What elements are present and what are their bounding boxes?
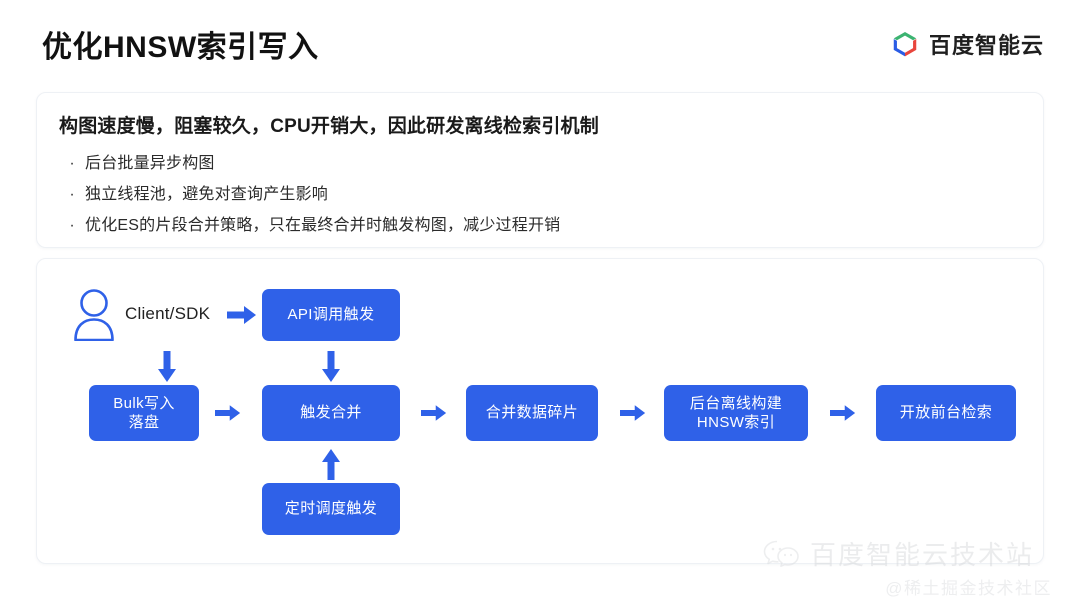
- list-item: · 独立线程池，避免对查询产生影响: [59, 179, 1009, 210]
- flow-diagram-card: Client/SDK API调用触发 Bulk写入 落盘 触发合并 合并数据碎片: [36, 258, 1044, 564]
- arrow-right-icon: [215, 404, 241, 422]
- flow-node-merge-shards[interactable]: 合并数据碎片: [466, 385, 598, 441]
- flow-node-bulk-write[interactable]: Bulk写入 落盘: [89, 385, 199, 441]
- person-icon: [71, 287, 117, 342]
- list-item: · 后台批量异步构图: [59, 148, 1009, 179]
- baidu-cloud-hexagon-icon: [890, 29, 920, 59]
- list-item-label: 独立线程池，避免对查询产生影响: [85, 186, 329, 203]
- brand-lockup: 百度智能云: [890, 28, 1044, 60]
- flow-node-trigger-merge[interactable]: 触发合并: [262, 385, 400, 441]
- flow-node-open-search[interactable]: 开放前台检索: [876, 385, 1016, 441]
- arrow-right-icon: [227, 305, 257, 325]
- arrow-down-icon: [321, 351, 341, 383]
- bullet-marker-icon: ·: [69, 217, 75, 234]
- brand-name: 百度智能云: [928, 33, 1044, 58]
- page-title: 优化HNSW索引写入: [42, 31, 319, 64]
- page-header: 优化HNSW索引写入 百度智能云: [0, 0, 1080, 88]
- arrow-right-icon: [620, 404, 646, 422]
- flow-node-scheduled-trigger[interactable]: 定时调度触发: [262, 483, 400, 535]
- summary-bullet-list: · 后台批量异步构图 · 独立线程池，避免对查询产生影响 · 优化ES的片段合并…: [59, 148, 1009, 241]
- list-item-label: 后台批量异步构图: [85, 155, 215, 172]
- flow-node-offline-build[interactable]: 后台离线构建 HNSW索引: [664, 385, 808, 441]
- arrow-up-icon: [321, 449, 341, 481]
- summary-card: 构图速度慢，阻塞较久，CPU开销大，因此研发离线检索引机制 · 后台批量异步构图…: [36, 92, 1044, 248]
- flow-actor-label: Client/SDK: [125, 304, 211, 323]
- bullet-marker-icon: ·: [69, 155, 75, 172]
- arrow-right-icon: [421, 404, 447, 422]
- list-item: · 优化ES的片段合并策略，只在最终合并时触发构图，减少过程开销: [59, 210, 1009, 241]
- watermark-subtitle: @稀土掘金技术社区: [885, 579, 1052, 598]
- arrow-down-icon: [157, 351, 177, 383]
- arrow-right-icon: [830, 404, 856, 422]
- summary-heading: 构图速度慢，阻塞较久，CPU开销大，因此研发离线检索引机制: [59, 116, 599, 137]
- list-item-label: 优化ES的片段合并策略，只在最终合并时触发构图，减少过程开销: [85, 217, 561, 234]
- bullet-marker-icon: ·: [69, 186, 75, 203]
- flow-actor-client-sdk: Client/SDK: [71, 287, 211, 342]
- flow-node-api-trigger[interactable]: API调用触发: [262, 289, 400, 341]
